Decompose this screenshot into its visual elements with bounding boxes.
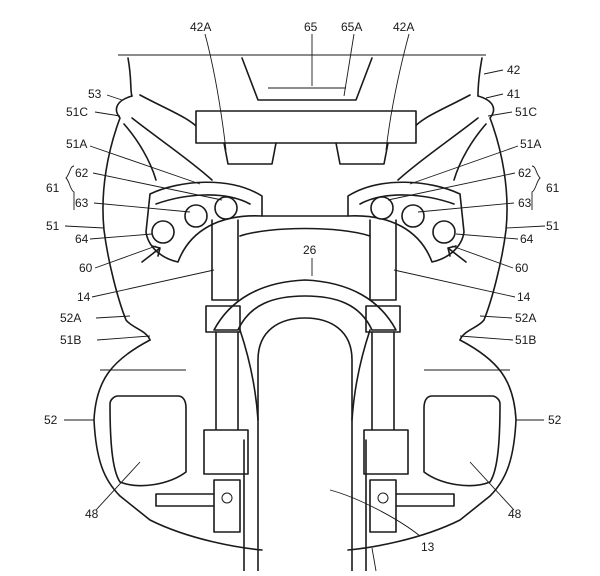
mounting-tabs-42A	[223, 142, 389, 165]
lower-fairing-52	[93, 339, 517, 551]
label-63-left: 63	[75, 196, 89, 210]
right-light-unit-60	[347, 181, 465, 263]
label-51C-left: 51C	[66, 105, 88, 119]
label-53: 53	[88, 87, 102, 101]
upper-cowl-42	[118, 54, 486, 131]
lower-bracket-right	[393, 493, 455, 507]
label-61-right: 61	[546, 181, 560, 195]
lamp-63-right	[401, 204, 425, 228]
lamp-63-left	[184, 204, 208, 228]
label-51B-left: 51B	[60, 333, 81, 347]
label-51-right: 51	[546, 219, 560, 233]
label-65A: 65A	[341, 20, 362, 34]
label-52-right: 52	[548, 413, 562, 427]
label-14-right: 14	[517, 290, 531, 304]
left-side-fairing-51	[102, 95, 213, 341]
label-60-left: 60	[79, 261, 93, 275]
lamps-left	[151, 196, 238, 244]
label-51B-right: 51B	[515, 333, 536, 347]
label-48-right: 48	[508, 507, 522, 521]
label-52-left: 52	[44, 413, 58, 427]
label-51A-left: 51A	[66, 137, 87, 151]
label-51-left: 51	[46, 219, 60, 233]
lamp-64-right	[432, 220, 456, 244]
label-48-left: 48	[85, 507, 99, 521]
label-42: 42	[507, 63, 521, 77]
lamps-right	[370, 196, 456, 244]
label-60-right: 60	[515, 261, 529, 275]
label-64-right: 64	[520, 232, 534, 246]
arrow-60-right	[447, 245, 467, 263]
label-51C-right: 51C	[515, 105, 537, 119]
label-62-left: 62	[75, 166, 89, 180]
front-wheel-13	[243, 317, 367, 572]
label-42A-left: 42A	[190, 20, 211, 34]
label-64-left: 64	[75, 232, 89, 246]
fender-stays	[239, 329, 371, 421]
label-61-left: 61	[46, 181, 60, 195]
label-42A-right: 42A	[393, 20, 414, 34]
axle-clamp-right	[363, 429, 409, 475]
arrow-60-left	[141, 245, 161, 263]
lamp-62-left	[214, 196, 238, 220]
fork-foot-left	[213, 479, 241, 533]
cross-bar	[195, 110, 417, 144]
front-fender-26	[213, 279, 397, 331]
label-63-right: 63	[518, 196, 532, 210]
label-41: 41	[507, 87, 521, 101]
reference-labels: 42A 65 65A 42A 42 41 53 51C 51C 51A 51A …	[44, 20, 562, 554]
label-14-left: 14	[77, 290, 91, 304]
center-panel	[239, 215, 371, 237]
label-52A-left: 52A	[60, 311, 81, 325]
label-65: 65	[304, 20, 318, 34]
label-52A-right: 52A	[515, 311, 536, 325]
front-fork-14	[203, 219, 409, 533]
lamp-62-right	[370, 196, 394, 220]
leader-lines	[64, 33, 546, 572]
label-51A-right: 51A	[520, 137, 541, 151]
lower-bracket-left	[155, 493, 217, 507]
right-side-fairing-51	[397, 95, 508, 341]
axle-clamp-left	[203, 429, 249, 475]
lamp-64-left	[151, 220, 175, 244]
label-26: 26	[303, 243, 317, 257]
fork-foot-right	[369, 479, 397, 533]
label-62-right: 62	[518, 166, 532, 180]
label-13: 13	[421, 540, 435, 554]
